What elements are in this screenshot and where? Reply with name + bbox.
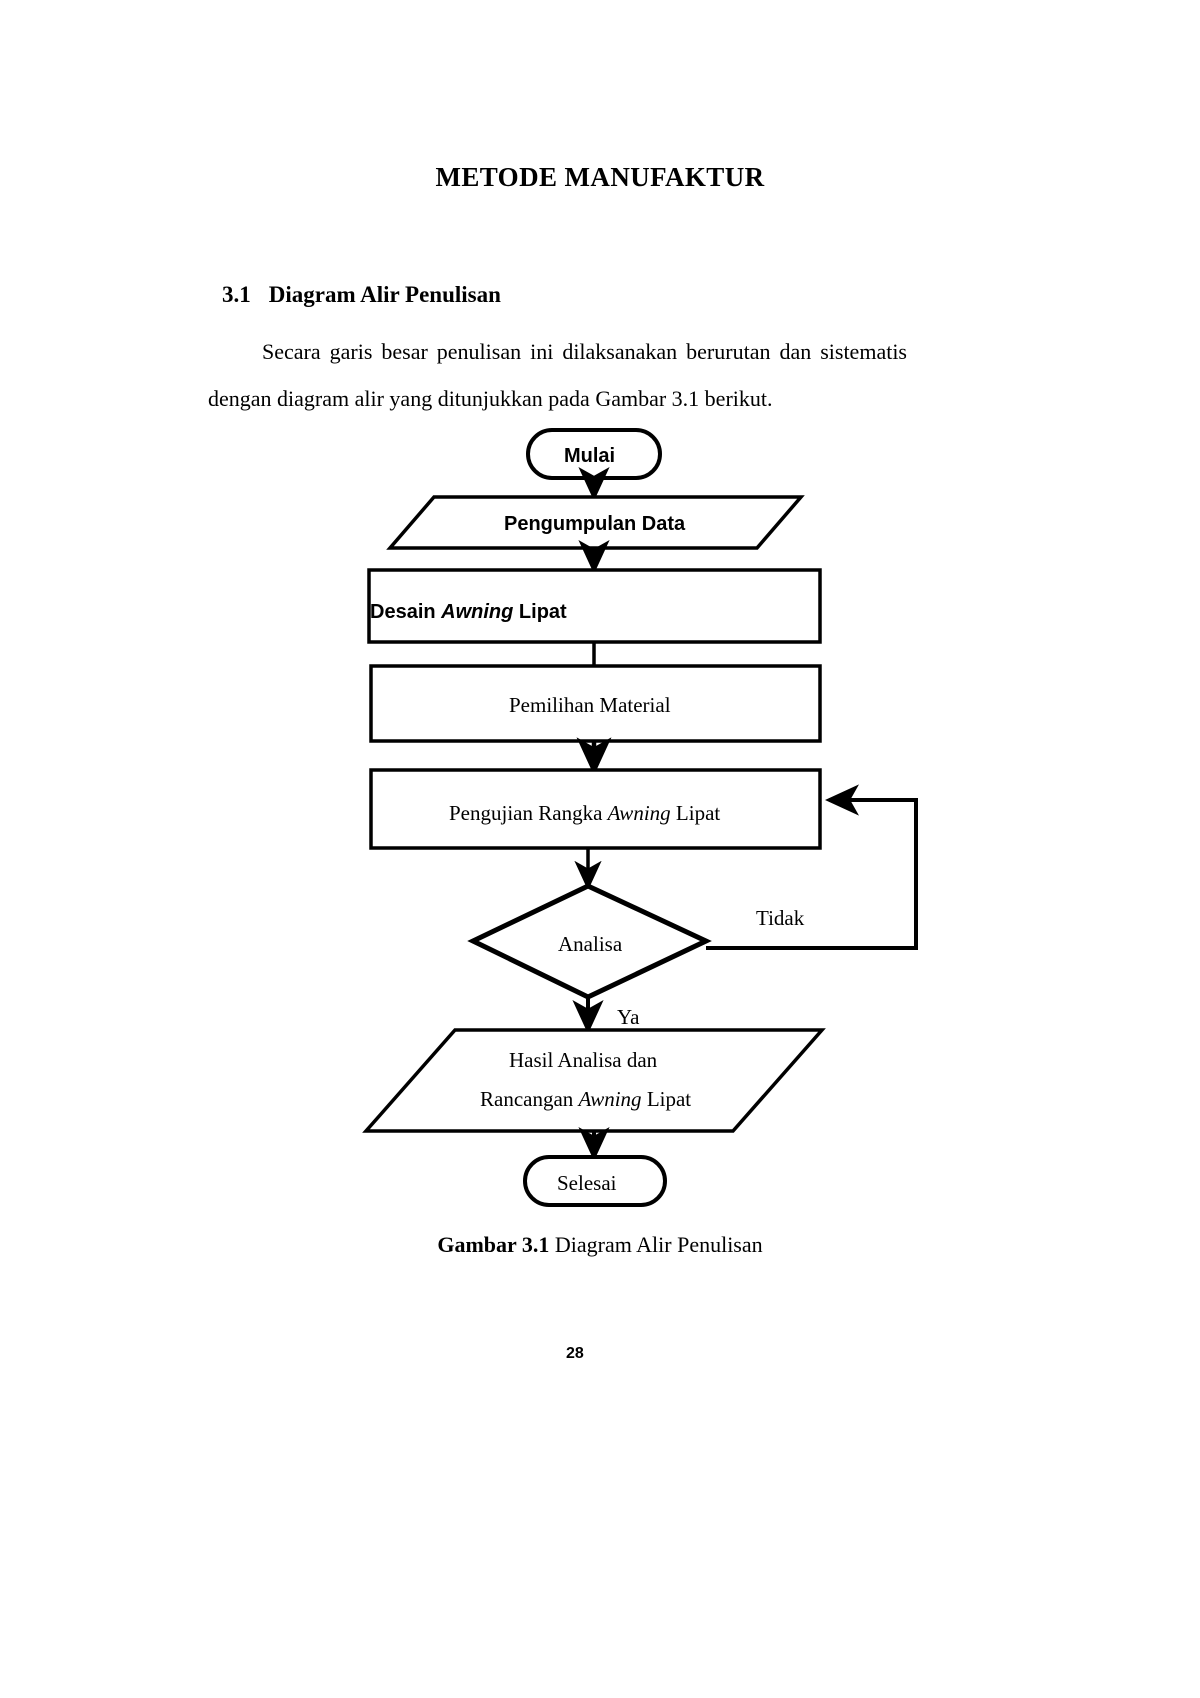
node-label-hasil-post: Lipat bbox=[641, 1087, 692, 1111]
page-title: METODE MANUFAKTUR bbox=[435, 162, 765, 192]
node-label-analisa: Analisa bbox=[558, 932, 623, 956]
node-hasil-shape bbox=[362, 1028, 826, 1133]
paragraph-line-1: Secara garis besar penulisan ini dilaksa… bbox=[262, 339, 907, 364]
node-label-pemilihan: Pemilihan Material bbox=[509, 693, 671, 717]
node-label-desain-emphasis: Awning bbox=[441, 601, 514, 623]
node-selesai-shape bbox=[523, 1155, 667, 1207]
paragraph-line-2: dengan diagram alir yang ditunjukkan pad… bbox=[208, 386, 773, 411]
node-pengumpulan-shape bbox=[386, 495, 805, 550]
edge-label-ya: Ya bbox=[617, 1005, 640, 1029]
node-label-pengujian-post: Lipat bbox=[670, 801, 721, 825]
section-number: 3.1 bbox=[222, 282, 251, 307]
node-label-desain-post: Lipat bbox=[513, 601, 567, 623]
node-label-hasil-line2: Rancangan Awning Lipat bbox=[480, 1084, 691, 1114]
figure-caption-text: Diagram Alir Penulisan bbox=[554, 1232, 763, 1257]
node-pengujian-shape bbox=[369, 768, 822, 850]
figure-caption: Gambar 3.1 Diagram Alir Penulisan bbox=[0, 1232, 1200, 1258]
node-label-selesai: Selesai bbox=[557, 1171, 617, 1195]
edge-analisa-tidak-feedback bbox=[706, 784, 918, 950]
node-mulai-shape bbox=[526, 428, 662, 480]
node-label-hasil-line1: Hasil Analisa dan bbox=[509, 1048, 658, 1072]
node-pemilihan-shape bbox=[369, 664, 822, 743]
section-title: Diagram Alir Penulisan bbox=[268, 282, 501, 307]
figure-caption-label: Gambar 3.1 bbox=[437, 1232, 550, 1257]
node-label-mulai: Mulai bbox=[564, 445, 616, 467]
edge-label-tidak: Tidak bbox=[756, 906, 805, 930]
node-label-desain-pre: Desain bbox=[370, 601, 442, 623]
node-desain-shape bbox=[367, 568, 822, 644]
node-label-desain: Desain Awning Lipat bbox=[370, 598, 567, 627]
section-heading: 3.1 Diagram Alir Penulisan bbox=[222, 282, 501, 308]
node-label-pengujian-emphasis: Awning bbox=[607, 801, 671, 825]
node-analisa-shape bbox=[467, 883, 712, 1000]
node-label-hasil-emphasis: Awning bbox=[578, 1087, 642, 1111]
page-number: 28 bbox=[566, 1345, 584, 1362]
node-label-pengujian-pre: Pengujian Rangka bbox=[449, 801, 608, 825]
node-label-pengumpulan: Pengumpulan Data bbox=[504, 513, 686, 535]
node-label-pengujian: Pengujian Rangka Awning Lipat bbox=[449, 798, 720, 828]
node-label-hasil-pre: Rancangan bbox=[480, 1087, 579, 1111]
